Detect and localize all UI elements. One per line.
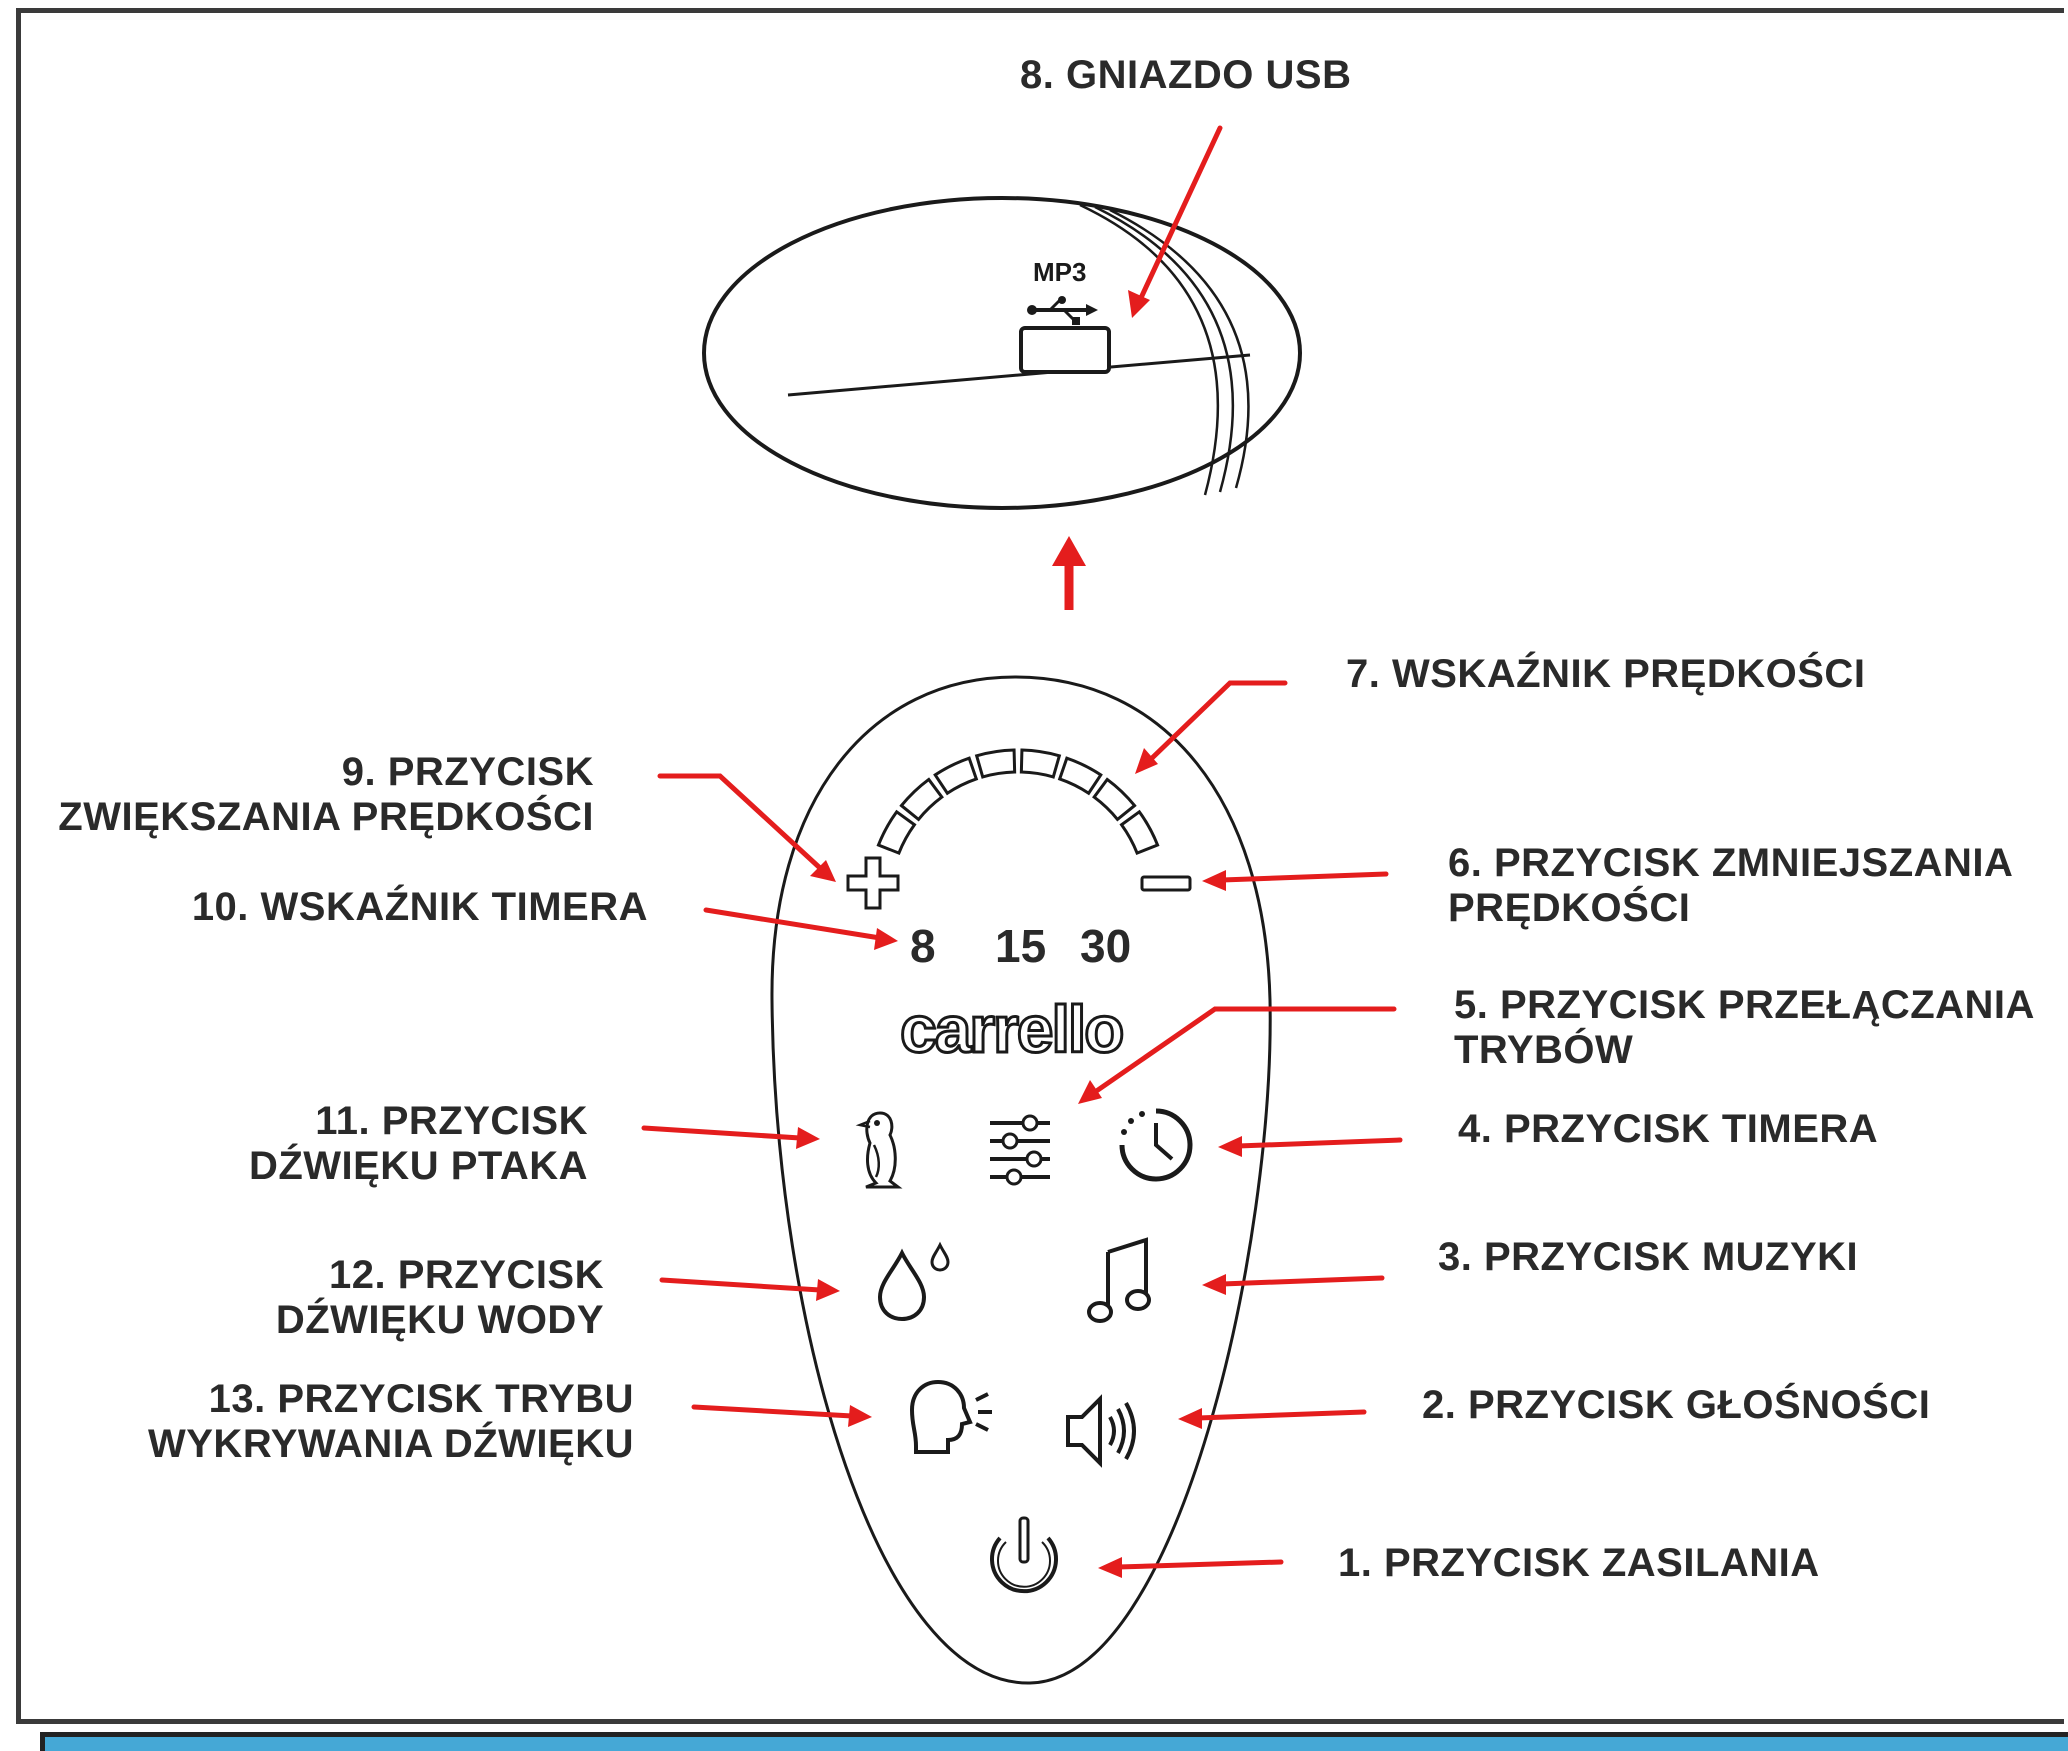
speed-segment: [974, 748, 1017, 779]
plus-icon: [846, 856, 900, 910]
water-drop-icon: [877, 1241, 950, 1322]
label-usb-port: 8. GNIAZDO USB: [1020, 53, 1351, 97]
label-timer-indicator: 10. WSKAŹNIK TIMERA: [192, 884, 648, 929]
speed-segment: [876, 809, 917, 856]
label-sound-detect-1: 13. PRZYCISK TRYBU: [209, 1377, 634, 1421]
label-water-sound-1: 12. PRZYCISK: [329, 1253, 604, 1297]
speed-segment: [1092, 777, 1137, 822]
label-music-button: 3. PRZYCISK MUZYKI: [1438, 1235, 1858, 1279]
device-top-view: MP3: [702, 196, 1302, 510]
label-mode-switch-2: TRYBÓW: [1454, 1026, 1633, 1072]
usb-port: [1019, 326, 1111, 374]
callout-labels: 8. GNIAZDO USB 7. WSKAŹNIK PRĘDKOŚCI 9. …: [58, 53, 2035, 1585]
bottom-band: [40, 1732, 2068, 1751]
label-sound-detect-2: WYKRYWANIA DŹWIĘKU: [148, 1421, 634, 1466]
label-water-sound-2: DŹWIĘKU WODY: [276, 1297, 604, 1342]
bird-icon: [855, 1111, 903, 1189]
timer-indicator: 8 15 30: [910, 920, 1131, 972]
usb-icon: [1027, 296, 1098, 325]
timer-value-15: 15: [995, 920, 1046, 972]
label-decrease-speed-2: PRĘDKOŚCI: [1448, 884, 1690, 930]
speed-segment: [1119, 809, 1160, 856]
label-bird-sound-2: DŹWIĘKU PTAKA: [249, 1143, 588, 1188]
label-mode-switch-1: 5. PRZYCISK PRZEŁĄCZANIA: [1454, 983, 2035, 1027]
callout-arrows: [641, 125, 1403, 1578]
music-note-icon: [1087, 1237, 1151, 1323]
label-volume-button: 2. PRZYCISK GŁOŚNOŚCI: [1422, 1381, 1930, 1427]
label-bird-sound-1: 11. PRZYCISK: [315, 1099, 588, 1143]
speed-segment: [899, 777, 944, 822]
usb-port-text: MP3: [1033, 257, 1086, 287]
brand-logo: carrello: [900, 992, 1122, 1066]
minus-icon: [1140, 875, 1192, 892]
timer-value-30: 30: [1080, 920, 1131, 972]
label-speed-indicator: 7. WSKAŹNIK PRĘDKOŚCI: [1346, 650, 1865, 696]
label-decrease-speed-1: 6. PRZYCISK ZMNIEJSZANIA: [1448, 841, 2013, 885]
label-increase-speed-1: 9. PRZYCISK: [342, 750, 594, 794]
voice-detect-icon: [909, 1379, 992, 1454]
label-increase-speed-2: ZWIĘKSZANIA PRĘDKOŚCI: [58, 793, 594, 839]
label-timer-button: 4. PRZYCISK TIMERA: [1458, 1107, 1878, 1151]
speed-segment: [1019, 748, 1062, 779]
speed-indicator: [876, 748, 1160, 856]
speaker-icon: [1066, 1394, 1136, 1468]
speed-segment: [1057, 756, 1103, 796]
sliders-icon: [990, 1114, 1050, 1186]
label-power-button: 1. PRZYCISK ZASILANIA: [1338, 1541, 1820, 1585]
timer-icon: [1119, 1108, 1193, 1182]
power-icon: [990, 1516, 1058, 1594]
speed-segment: [933, 756, 979, 796]
timer-value-8: 8: [910, 920, 936, 972]
